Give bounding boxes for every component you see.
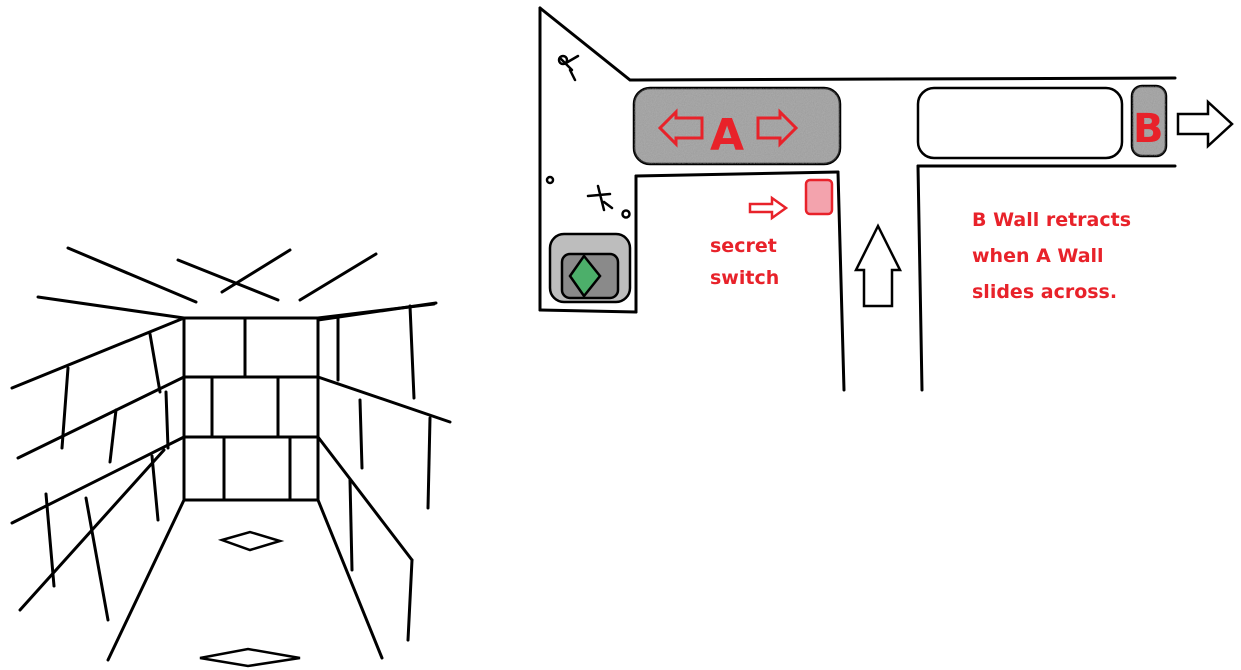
arrow-right-icon: [1178, 102, 1232, 146]
corridor-perspective-view: [12, 248, 450, 666]
note-line2: when A Wall: [972, 245, 1104, 267]
switch-label-line1: secret: [710, 235, 777, 257]
arrow-up-icon: [856, 226, 900, 306]
map-walls: [540, 8, 1175, 390]
floor-debris: [547, 56, 630, 218]
sliding-wall-a: A: [634, 88, 840, 164]
arrow-right-icon: [750, 198, 786, 218]
top-down-map: A B secret switch B Wall retracts: [540, 8, 1232, 390]
wall-a-label: A: [710, 110, 744, 161]
wall-b-label: B: [1133, 106, 1164, 152]
wall-b-slot: B: [918, 86, 1232, 158]
note-line1: B Wall retracts: [972, 209, 1131, 231]
wall-note: B Wall retracts when A Wall slides acros…: [972, 209, 1131, 303]
gem-pedestal: [550, 234, 630, 302]
switch-label-line2: switch: [710, 267, 779, 289]
note-line3: slides across.: [972, 281, 1117, 303]
secret-switch: secret switch: [710, 180, 832, 289]
